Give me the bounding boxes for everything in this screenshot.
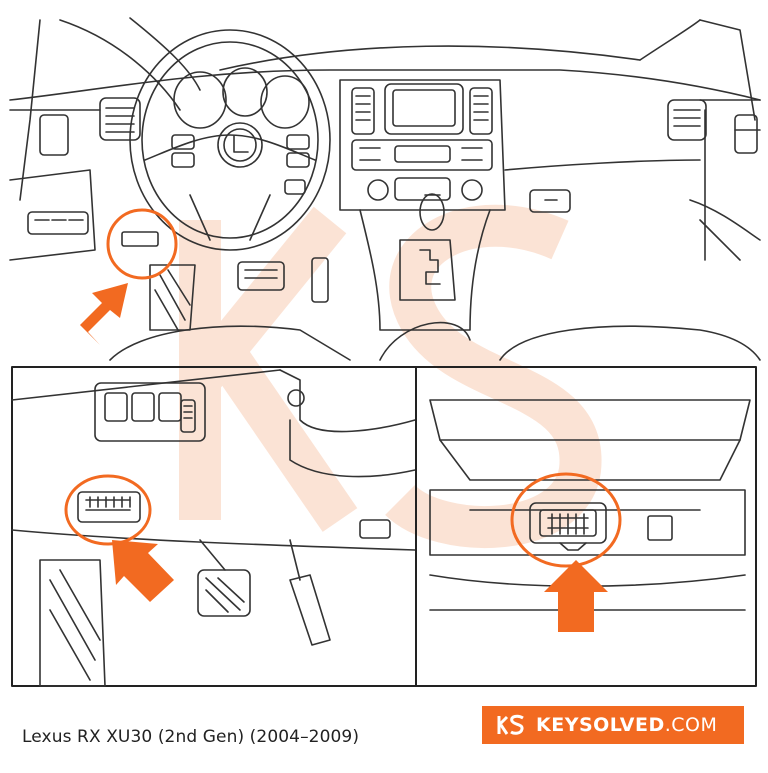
connector-closeup bbox=[415, 366, 757, 687]
keysolved-logo-icon bbox=[497, 714, 524, 735]
highlight-circle-icon bbox=[106, 208, 178, 280]
orange-arrow-icon bbox=[544, 560, 608, 632]
orange-arrow-icon bbox=[112, 540, 174, 602]
brand-name: KEYSOLVED bbox=[536, 714, 665, 736]
orange-arrow-icon bbox=[80, 283, 128, 345]
brand-domain: .COM bbox=[664, 714, 718, 736]
dashboard-overview-panel bbox=[9, 17, 761, 361]
watermark-logo bbox=[179, 204, 602, 548]
brand-banner[interactable]: KEYSOLVED.COM bbox=[482, 706, 744, 744]
highlight-circle-icon bbox=[64, 474, 152, 546]
highlight-circle-icon bbox=[510, 472, 622, 568]
vehicle-caption: Lexus RX XU30 (2nd Gen) (2004–2009) bbox=[22, 727, 360, 747]
